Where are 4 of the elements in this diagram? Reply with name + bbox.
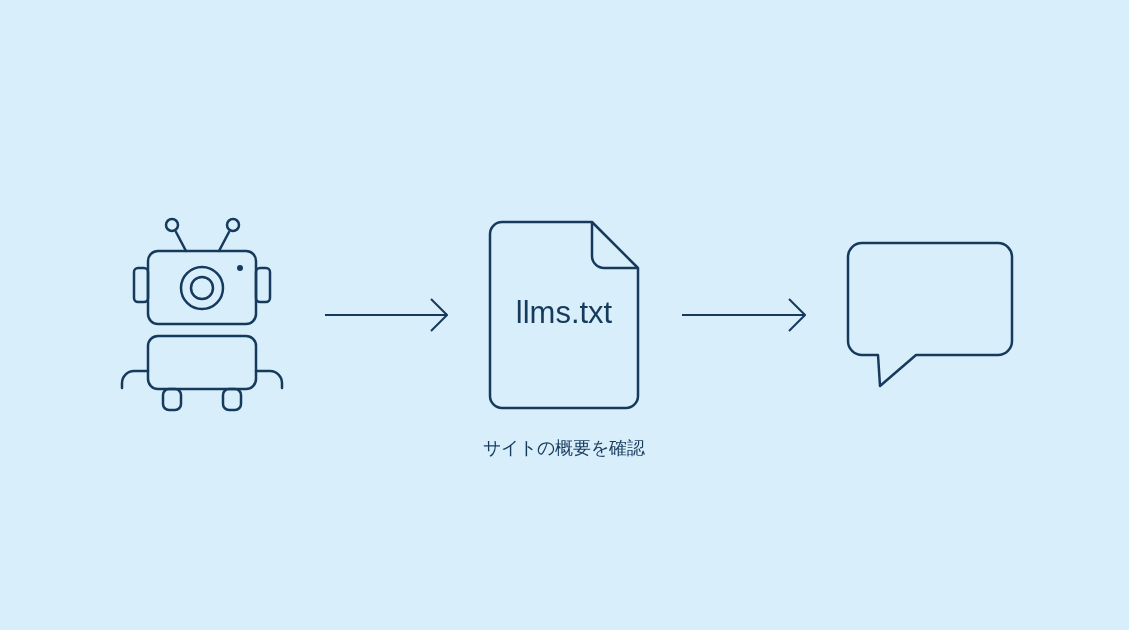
arrow <box>681 298 806 332</box>
node-label: サイトの概要を確認 <box>482 436 646 460</box>
file-name: llms.txt <box>514 295 614 331</box>
arrow <box>324 298 448 332</box>
